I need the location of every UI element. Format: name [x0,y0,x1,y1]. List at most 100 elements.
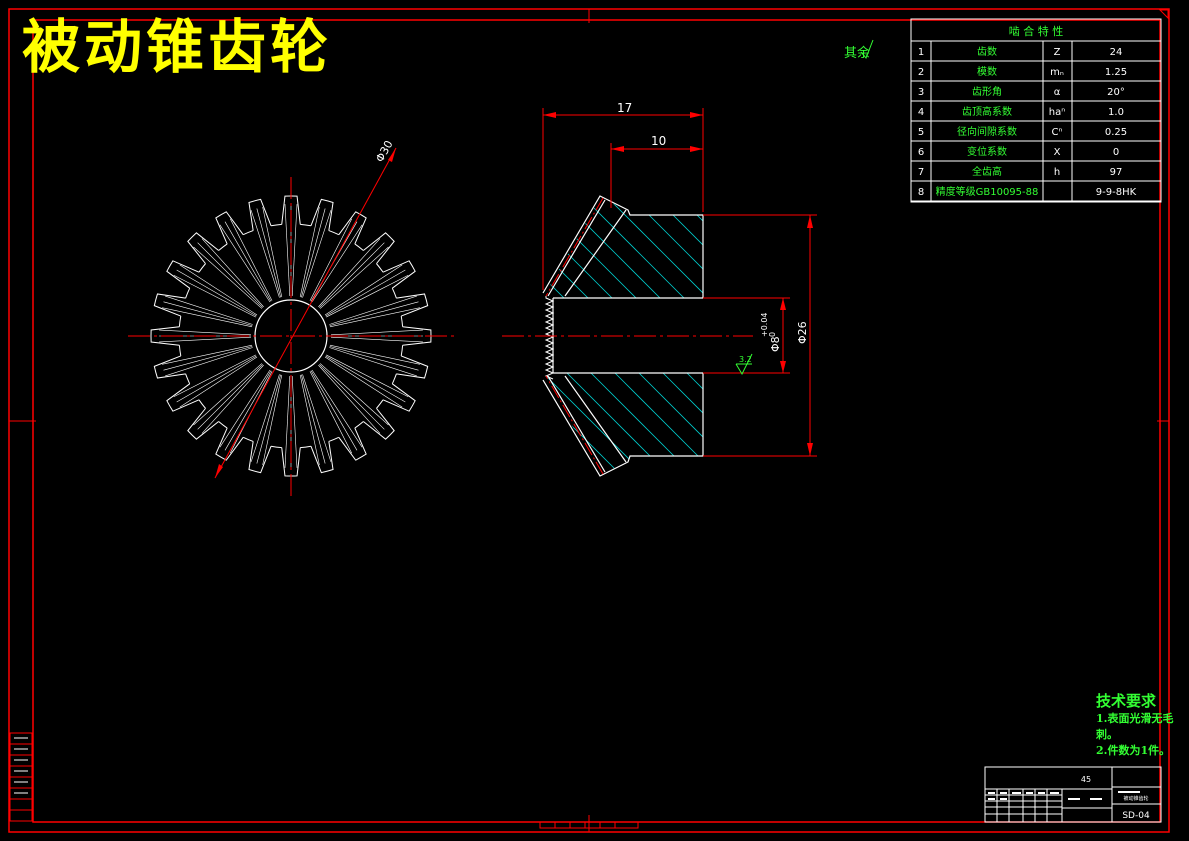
tooth-flank-line [325,269,406,317]
tooth-flank-line [299,207,320,298]
dim-bore-tol-upper: +0.04 [760,312,769,337]
mesh-cell-name: 精度等级GB10095-88 [936,185,1039,198]
rest-roughness-symbol [860,39,874,59]
tooth-flank-line [159,336,252,343]
mesh-cell-name: 模数 [977,65,997,78]
rest-roughness-label: 其余 [844,46,871,61]
gear-tooth [166,260,200,289]
hatch-line [545,373,703,475]
roughness-symbol [735,353,753,376]
hatch-line [744,190,1034,480]
tooth-flank-line [309,371,353,454]
tooth-root-arc [391,287,397,299]
tooth-flank-line [284,204,291,297]
hatch-line [545,373,699,475]
hatch-line [545,373,627,475]
hatch-line [599,198,703,298]
dim-arrow [543,112,556,118]
hatch-line [545,373,675,475]
hatch-line [792,190,1082,480]
gear-tooth [363,408,395,440]
tooth-flank-line [329,344,420,365]
mesh-cell-name: 径向间隙系数 [957,125,1017,138]
material-value: 45 [1081,775,1091,784]
tooth-root-arc [300,445,312,449]
gear-tooth [248,441,272,474]
dim-length-total: 17 [617,101,632,115]
tooth-flank-line [291,204,298,297]
tooth-flank-line [330,329,423,336]
tooth-flank-line [318,238,381,308]
dim-arrow [780,361,786,373]
hatch-bottom [545,190,1106,480]
tooth-flank-line [176,269,257,317]
teeth-serration [544,296,555,380]
gear-tooth [396,355,429,379]
tooth-root-arc [218,421,228,429]
gear-tooth [396,293,429,317]
mesh-cell-val: 0 [1113,147,1119,158]
mesh-cell-val: 20° [1107,87,1125,98]
tooth-flank-line [165,347,253,377]
tech-requirements: 技术要求 1.表面光滑无毛刺。 2.件数为1件。 [1096,690,1189,759]
dim-arrow [215,464,223,478]
hatch-line [744,190,1034,480]
mesh-cell-val: 9-9-8HK [1096,187,1137,198]
gear-tooth [338,427,367,461]
hatch-line [816,190,1106,480]
tooth-flank-line [284,375,291,468]
tooth-flank-line [329,347,417,377]
tooth-flank-line [250,374,280,462]
tooth-flank-line [325,355,406,403]
mesh-cell-sym: Z [1054,47,1061,58]
tech-req-item: 1.表面光滑无毛刺。 [1096,712,1174,741]
hatch-line [551,198,703,298]
tooth-flank-line [310,370,358,451]
hatch-line [816,190,1106,480]
mesh-cell-no: 4 [918,107,924,118]
gear-tooth [150,326,180,346]
tooth-root-arc [300,223,312,227]
tooth-flank-line [201,364,264,434]
tooth-root-arc [218,243,228,251]
dim-length-hub: 10 [651,134,666,148]
mesh-cell-no: 6 [918,147,924,158]
mesh-cell-sym: haⁿ [1049,107,1065,118]
mesh-cell-val: 0.25 [1105,127,1127,138]
hatch-line [671,198,703,298]
tooth-root-arc [400,345,404,357]
mesh-cell-val: 1.25 [1105,67,1127,78]
gear-tooth [338,211,367,245]
tooth-flank-line [179,264,258,316]
dim-arrow [690,112,703,118]
tooth-flank-line [224,370,272,451]
tooth-flank-line [193,363,263,426]
dim-hub: Φ26 [796,321,809,344]
gear-tooth [310,441,334,474]
gear-tooth [382,383,416,412]
drawing-title: 被动锥齿轮 [22,13,333,81]
mesh-cell-no: 1 [918,47,924,58]
tooth-flank-line [159,329,252,336]
mesh-cell-name: 齿顶高系数 [962,105,1012,118]
gear-tooth [310,198,334,231]
tooth-flank-line [179,356,258,408]
tooth-flank-line [262,207,283,298]
gear-tooth [215,427,244,461]
tooth-flank-line [301,374,326,464]
tooth-root-arc [354,421,364,429]
hatch-line [545,198,555,298]
tooth-root-arc [178,345,182,357]
tooth-root-arc [185,373,191,385]
gear-tooth [153,293,186,317]
tooth-root-arc [185,287,191,299]
gear-tooth [382,260,416,289]
tooth-root-arc [178,315,182,327]
tech-req-heading: 技术要求 [1096,692,1157,710]
tooth-flank-line [311,224,363,303]
dim-bore-tol-lower: 0 [768,332,777,337]
hatch-line [671,373,703,475]
hatch-line [575,198,703,298]
pitch-cone-top [545,197,604,297]
